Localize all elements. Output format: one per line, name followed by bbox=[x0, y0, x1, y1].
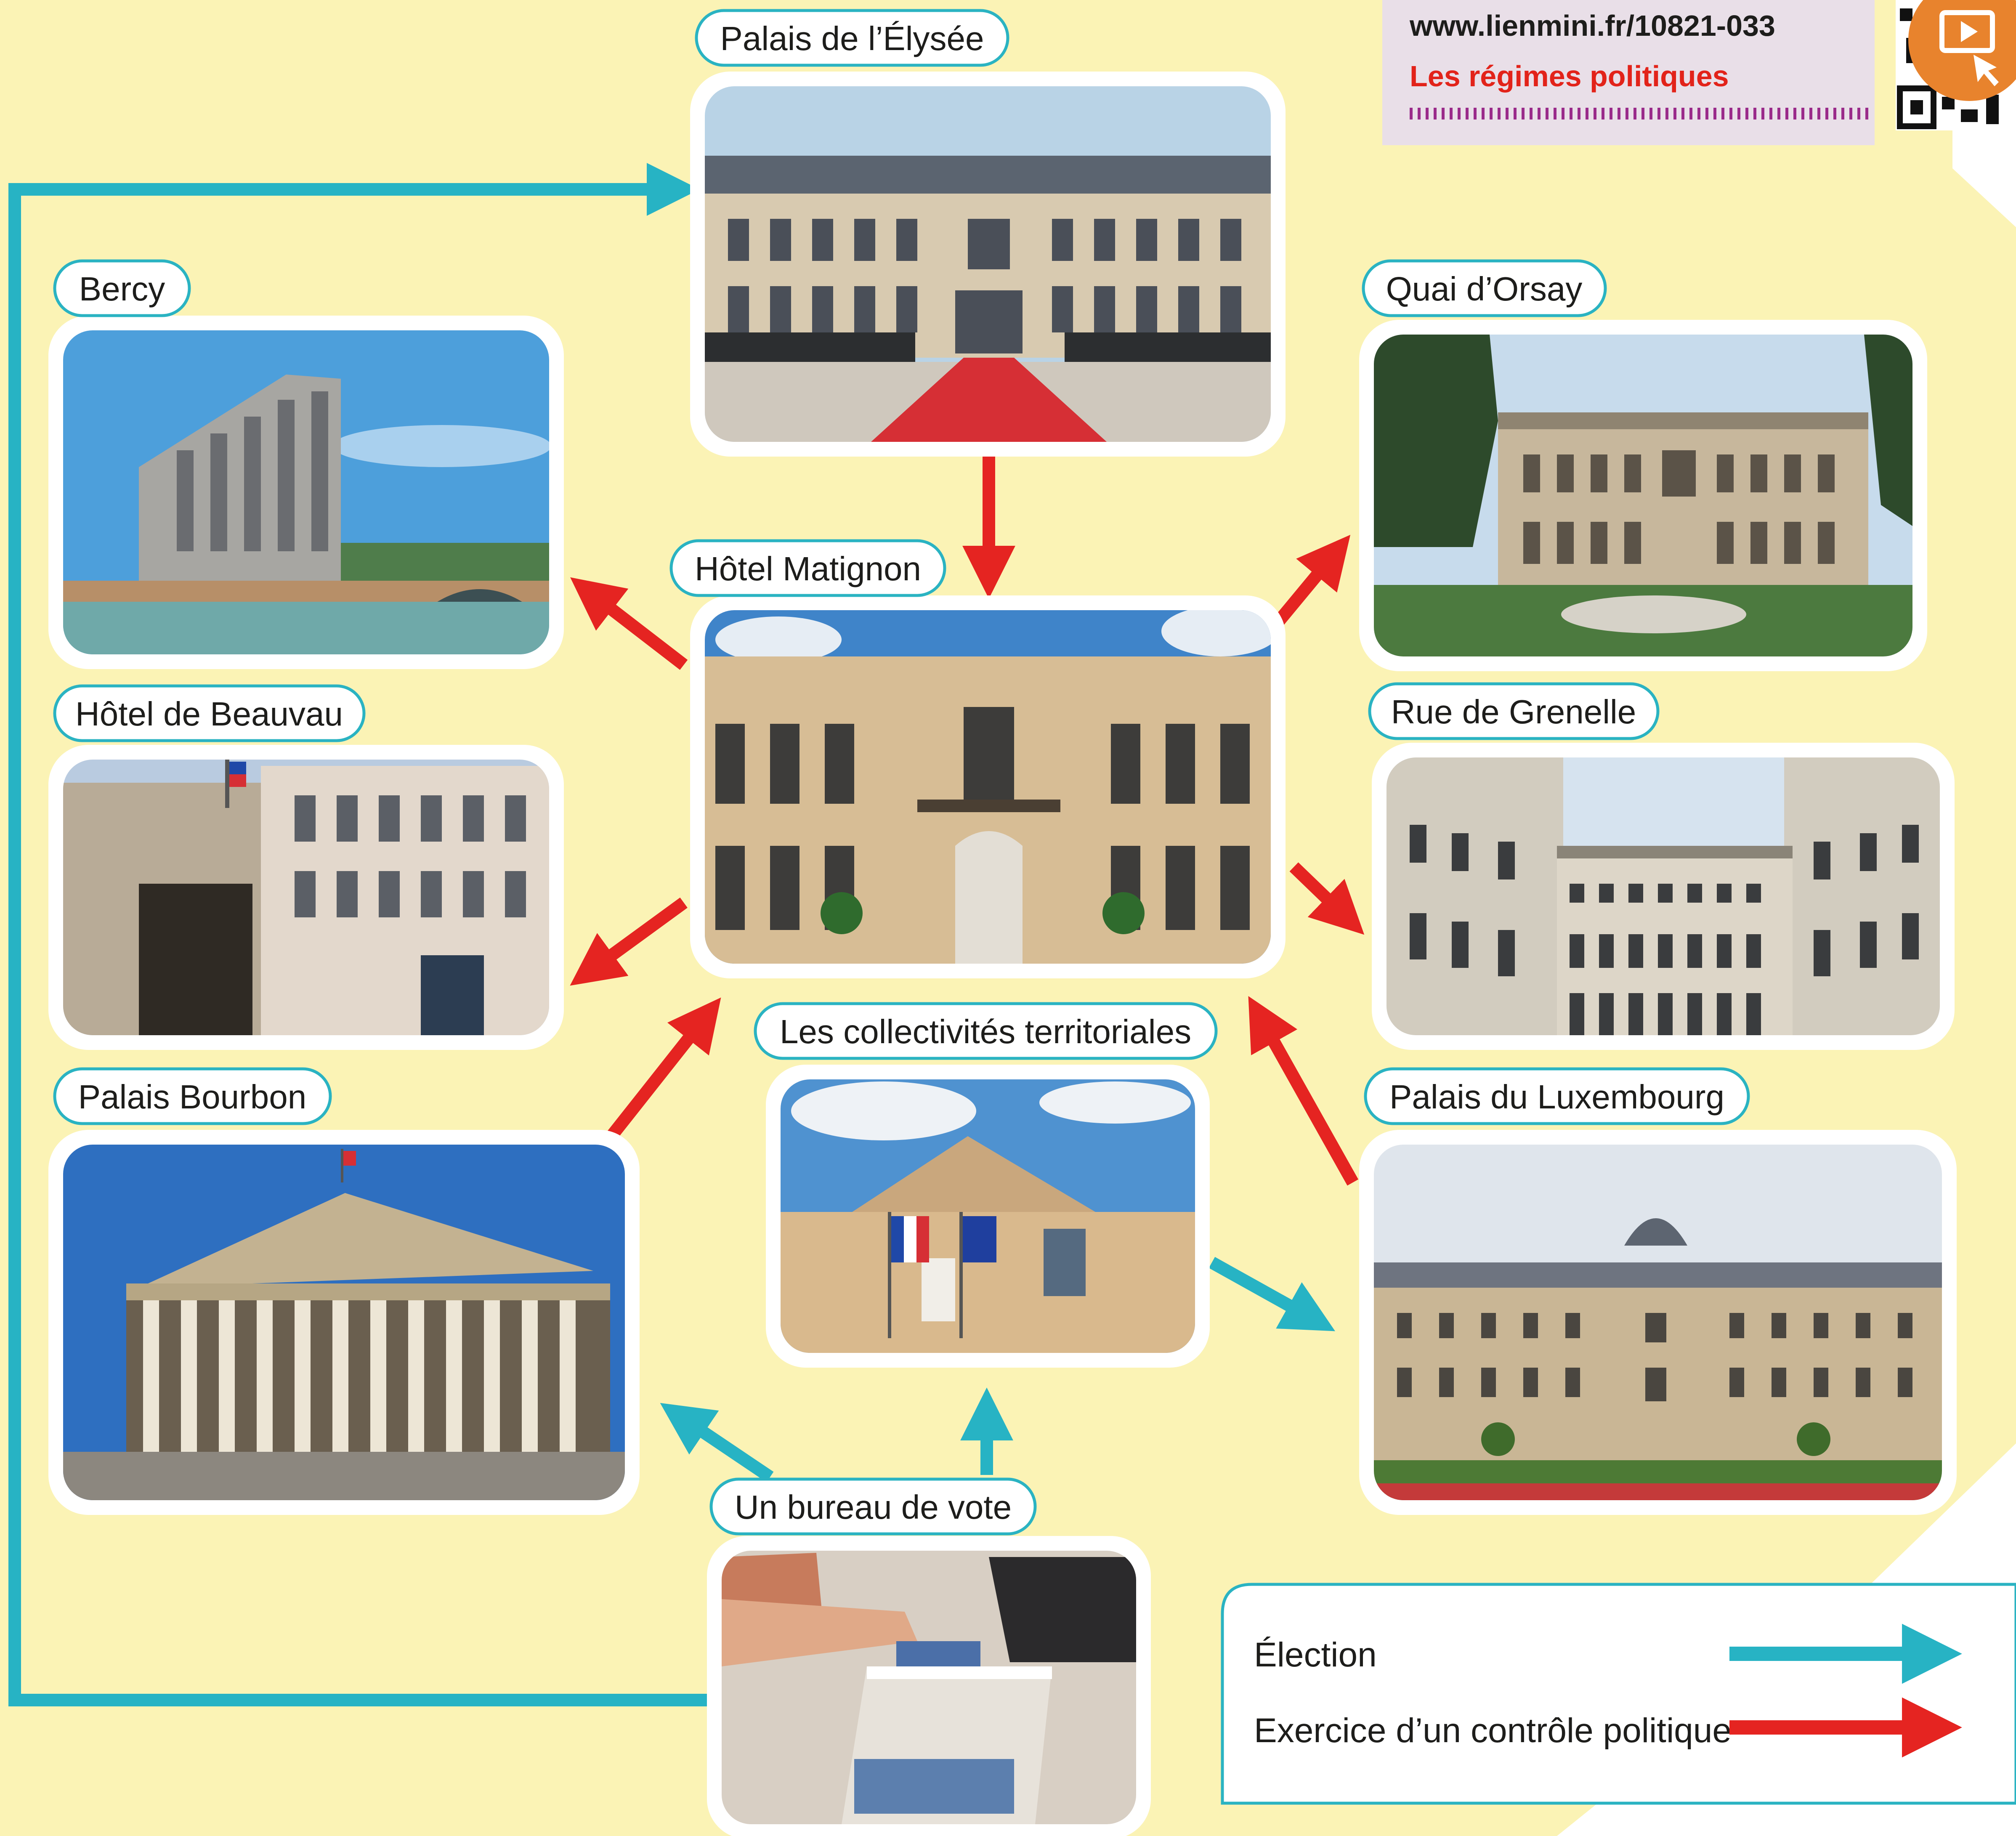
label-beauvau-text: Hôtel de Beauvau bbox=[75, 695, 343, 733]
label-bourbon: Palais Bourbon bbox=[53, 1067, 332, 1125]
label-matignon: Hôtel Matignon bbox=[669, 539, 946, 597]
label-bureau: Un bureau de vote bbox=[709, 1477, 1037, 1536]
palace-with-red-carpet-photo bbox=[705, 86, 1271, 442]
label-luxembourg-text: Palais du Luxembourg bbox=[1389, 1078, 1724, 1116]
election-arrow-bureau-to-bourbon bbox=[660, 1403, 774, 1483]
label-collectivites: Les collectivités territoriales bbox=[754, 1002, 1218, 1060]
colonnade-parliament-photo bbox=[63, 1145, 625, 1500]
node-elysee bbox=[690, 72, 1286, 457]
label-bureau-text: Un bureau de vote bbox=[735, 1488, 1012, 1526]
courtyard-building-photo bbox=[1386, 757, 1940, 1035]
control-arrow-bourbon-to-matignon bbox=[603, 997, 721, 1145]
label-bercy-text: Bercy bbox=[79, 270, 165, 308]
control-arrow-matignon-to-beauvau bbox=[570, 897, 688, 986]
legend: Élection Exercice d’un contrôle politiqu… bbox=[1221, 1583, 2016, 1805]
label-elysee-text: Palais de l’Élysée bbox=[720, 20, 984, 57]
election-arrow-bureau-to-elysee bbox=[8, 163, 711, 1706]
town-hall-with-flags-photo bbox=[781, 1079, 1195, 1353]
ballot-box-voting-photo bbox=[722, 1551, 1136, 1824]
node-grenelle bbox=[1372, 743, 1955, 1050]
node-bercy bbox=[48, 316, 564, 669]
legend-control-label: Exercice d’un contrôle politique bbox=[1254, 1711, 1732, 1750]
node-beauvau bbox=[48, 745, 564, 1050]
palace-with-gardens-photo bbox=[1374, 1145, 1942, 1500]
legend-election-label: Élection bbox=[1254, 1636, 1377, 1674]
label-collectivites-text: Les collectivités territoriales bbox=[780, 1013, 1191, 1050]
control-arrow-luxembourg-to-matignon bbox=[1248, 996, 1359, 1186]
node-bourbon bbox=[48, 1130, 640, 1515]
label-beauvau: Hôtel de Beauvau bbox=[53, 684, 366, 742]
link-topic: Les régimes politiques bbox=[1410, 60, 1729, 93]
label-bercy: Bercy bbox=[53, 259, 191, 317]
node-luxembourg bbox=[1359, 1130, 1957, 1515]
node-matignon bbox=[690, 595, 1286, 978]
label-grenelle-text: Rue de Grenelle bbox=[1391, 693, 1636, 731]
node-collectivites bbox=[766, 1065, 1210, 1368]
node-bureau bbox=[707, 1536, 1151, 1836]
resource-link-box[interactable]: www.lienmini.fr/10821-033 Les régimes po… bbox=[1382, 0, 2016, 145]
label-orsay: Quai d’Orsay bbox=[1362, 259, 1607, 317]
mansion-with-gates-photo bbox=[63, 760, 549, 1035]
link-box-bg bbox=[1382, 0, 1875, 145]
control-arrow-matignon-to-grenelle bbox=[1289, 862, 1365, 935]
control-arrow-matignon-to-orsay bbox=[1274, 534, 1351, 625]
play-video-icon[interactable] bbox=[1908, 0, 2016, 101]
ministry-building-over-river-photo bbox=[63, 330, 549, 654]
election-arrow-collectivites-to-luxembourg bbox=[1209, 1257, 1336, 1331]
label-orsay-text: Quai d’Orsay bbox=[1386, 270, 1583, 308]
label-elysee: Palais de l’Élysée bbox=[695, 9, 1009, 67]
palace-with-fountain-photo bbox=[1374, 335, 1912, 656]
label-grenelle: Rue de Grenelle bbox=[1368, 682, 1660, 740]
link-url[interactable]: www.lienmini.fr/10821-033 bbox=[1409, 9, 1775, 42]
label-luxembourg: Palais du Luxembourg bbox=[1364, 1067, 1750, 1125]
label-matignon-text: Hôtel Matignon bbox=[695, 550, 921, 587]
label-bourbon-text: Palais Bourbon bbox=[78, 1078, 307, 1116]
node-orsay bbox=[1359, 320, 1927, 671]
control-arrow-matignon-to-bercy bbox=[570, 577, 688, 670]
baroque-mansion-facade-photo bbox=[705, 610, 1271, 964]
